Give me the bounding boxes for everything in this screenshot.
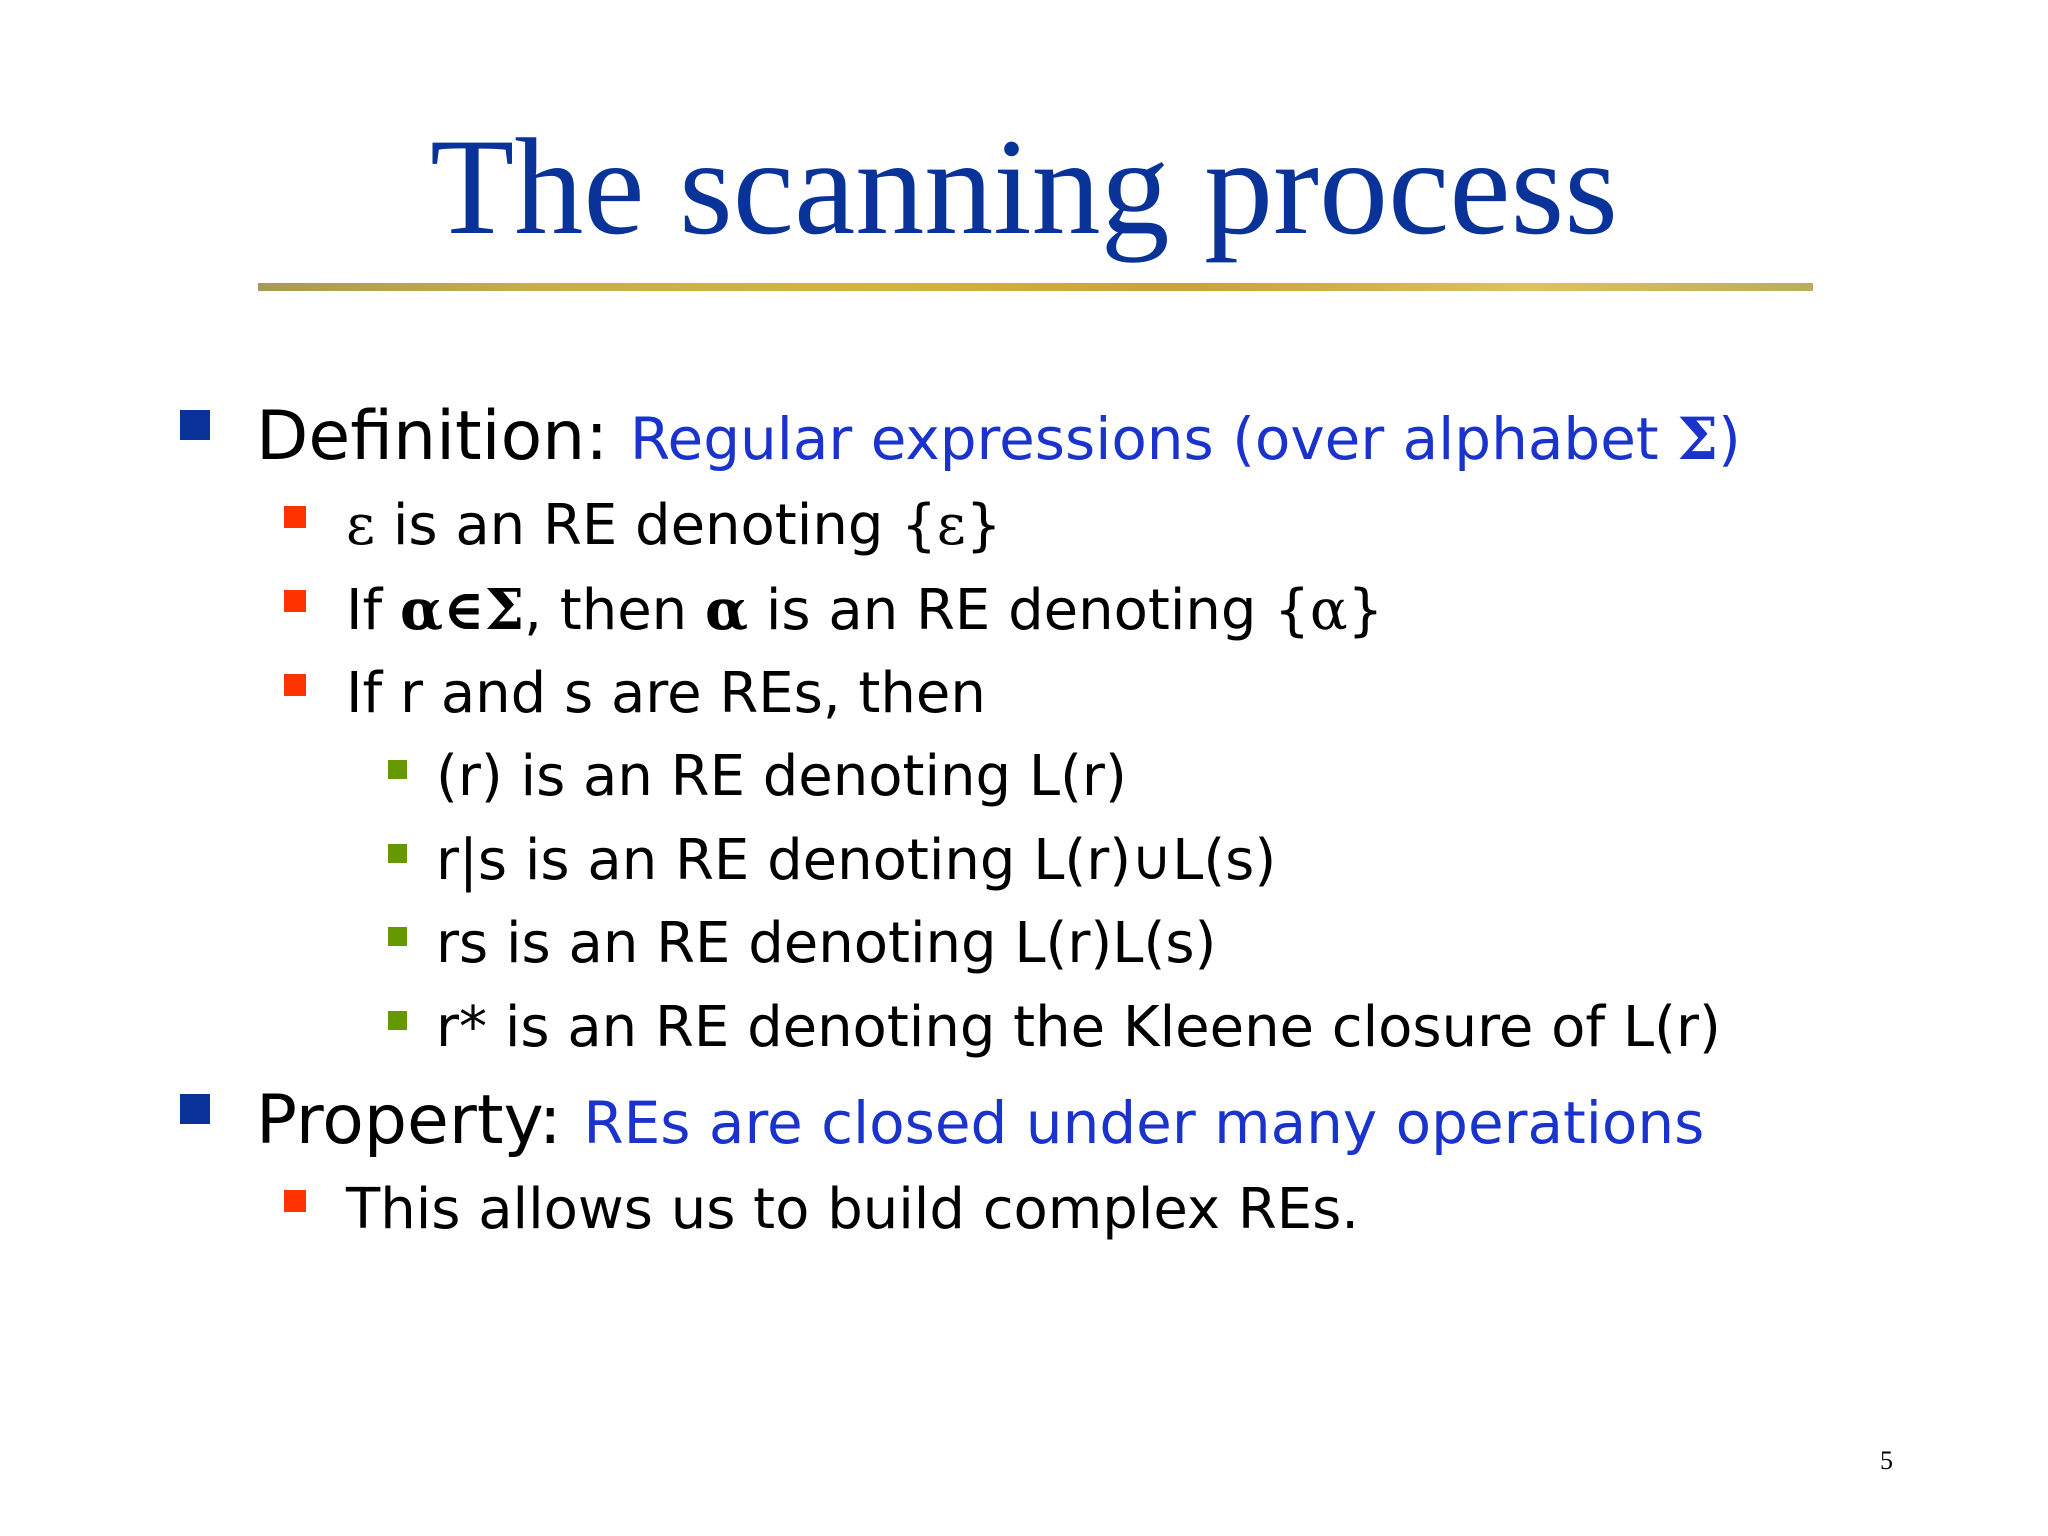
list-item-epsilon: ε is an RE denoting {ε}	[346, 493, 1002, 558]
level1-bullet-icon	[180, 1094, 210, 1124]
level2-bullet-icon	[284, 506, 306, 528]
property-text: REs are closed under many operations	[583, 1089, 1705, 1157]
list-item-definition: Definition: Regular expressions (over al…	[256, 403, 1741, 471]
list-item-r-and-s: If r and s are REs, then	[346, 661, 986, 726]
list-item-concat: rs is an RE denoting L(r)L(s)	[436, 911, 1217, 976]
level3-bullet-icon	[388, 760, 407, 779]
list-item-union: r|s is an RE denoting L(r)∪L(s)	[436, 828, 1277, 893]
list-item-alpha: If α∈Σ, then α is an RE denoting {α}	[346, 577, 1384, 643]
level3-bullet-icon	[388, 844, 407, 863]
level2-bullet-icon	[284, 1190, 306, 1212]
slide-title: The scanning process	[430, 110, 1618, 263]
level1-bullet-icon	[180, 410, 210, 440]
definition-label: Definition:	[256, 397, 609, 476]
level2-bullet-icon	[284, 590, 306, 612]
list-item-complex: This allows us to build complex REs.	[346, 1177, 1360, 1242]
list-item-kleene: r* is an RE denoting the Kleene closure …	[436, 995, 1721, 1060]
level3-bullet-icon	[388, 927, 407, 946]
level3-bullet-icon	[388, 1011, 407, 1030]
property-label: Property:	[256, 1081, 562, 1160]
level2-bullet-icon	[284, 674, 306, 696]
definition-text: Regular expressions (over alphabet Σ)	[629, 405, 1741, 473]
list-item-property: Property: REs are closed under many oper…	[256, 1087, 1704, 1155]
title-divider	[258, 283, 1813, 291]
list-item-paren-r: (r) is an RE denoting L(r)	[436, 744, 1127, 809]
page-number: 5	[1880, 1446, 1893, 1475]
